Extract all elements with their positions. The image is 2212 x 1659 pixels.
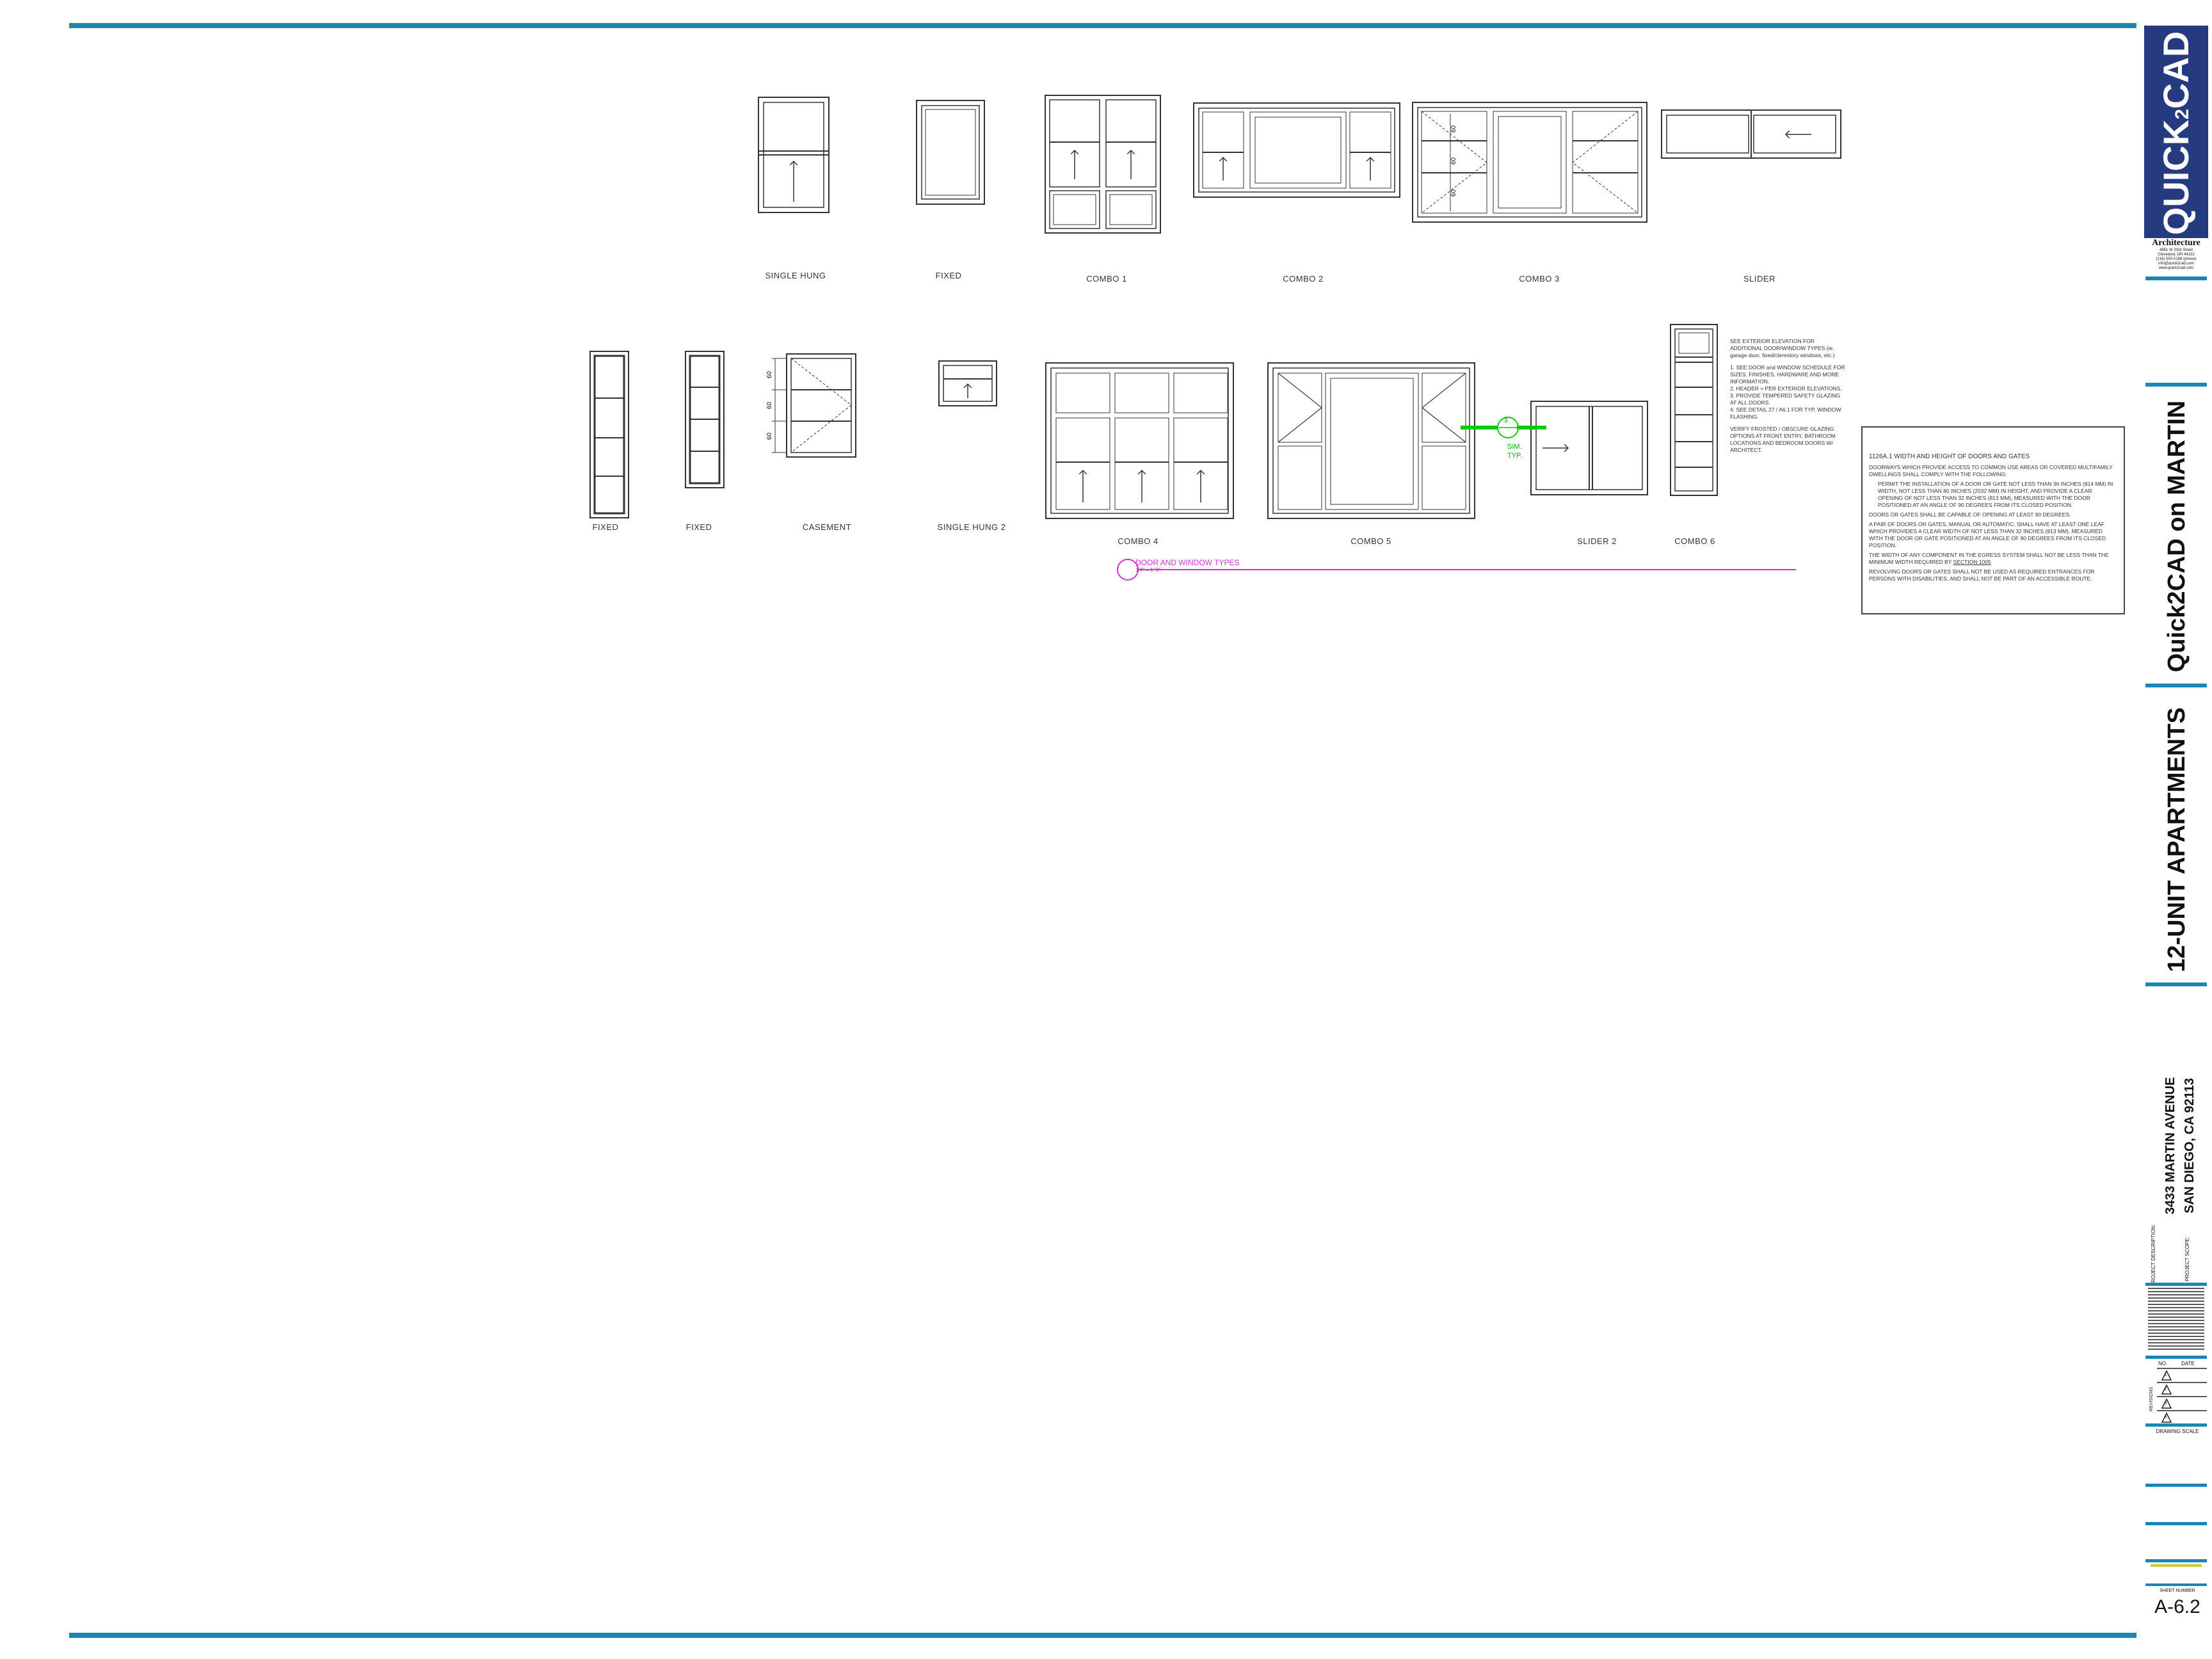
title-block-rule-9 xyxy=(2145,1522,2207,1525)
sheet-number-label: SHEET NUMBER xyxy=(2160,1589,2195,1593)
logo-subtitle: Architecture xyxy=(2152,238,2200,248)
firm-logo xyxy=(2144,26,2208,238)
note-0: SEE EXTERIOR ELEVATION FOR ADDITIONAL DO… xyxy=(1730,338,1835,358)
label-combo-5: COMBO 5 xyxy=(1350,536,1391,546)
code-box-item-3: A PAIR OF DOORS OR GATES, MANUAL OR AUTO… xyxy=(1869,521,2106,549)
title-block-rule-7 xyxy=(2145,1423,2207,1427)
note-3: 3. PROVIDE TEMPERED SAFETY GLAZING AT AL… xyxy=(1730,392,1841,406)
revision-3: 3 xyxy=(2165,1402,2167,1406)
label-casement: CASEMENT xyxy=(802,522,852,532)
single-hung-2-window xyxy=(938,360,997,406)
label-fixed-1: FIXED xyxy=(935,271,962,280)
label-combo-2: COMBO 2 xyxy=(1283,274,1324,284)
code-box-item-4: THE WIDTH OF ANY COMPONENT IN THE EGRESS… xyxy=(1869,552,2109,565)
casement-window xyxy=(772,353,856,458)
revisions-date-header: DATE xyxy=(2181,1361,2195,1366)
fine-print-block xyxy=(2148,1288,2204,1352)
combo-5-window xyxy=(1267,362,1475,519)
combo-6-window xyxy=(1670,324,1718,496)
general-notes: SEE EXTERIOR ELEVATION FOR ADDITIONAL DO… xyxy=(1730,338,1845,459)
title-block-rule-1 xyxy=(2145,276,2207,280)
section-title-marker xyxy=(1117,559,1796,581)
code-box-item-1: PERMIT THE INSTALLATION OF A DOOR OR GAT… xyxy=(1878,481,2113,508)
label-fixed-2: FIXED xyxy=(592,522,619,532)
fixed-window-2 xyxy=(589,351,629,518)
label-combo-4: COMBO 4 xyxy=(1118,536,1158,546)
drawing-scale-label: DRAWING SCALE xyxy=(2156,1429,2199,1434)
combo-1-window xyxy=(1045,95,1161,234)
revision-2: 2 xyxy=(2165,1388,2167,1391)
slider-window xyxy=(1661,109,1841,159)
label-fixed-3: FIXED xyxy=(685,522,712,532)
bottom-border-line xyxy=(69,1633,2136,1638)
code-box-item-5: REVOLVING DOORS OR GATES SHALL NOT BE US… xyxy=(1869,568,2095,582)
code-box-intro: DOORWAYS WHICH PROVIDE ACCESS TO COMMON … xyxy=(1869,464,2113,477)
title-block-rule-4 xyxy=(2145,982,2207,986)
callout-note-1: SIM. xyxy=(1507,443,1522,451)
slider-2-window xyxy=(1530,401,1648,495)
title-block-rule-8 xyxy=(2145,1484,2207,1487)
title-block-rule-5 xyxy=(2145,1283,2207,1286)
title-block-rule-2 xyxy=(2145,383,2207,387)
label-single-hung: SINGLE HUNG xyxy=(765,271,826,280)
section-scale: 1/4" = 1'-0" xyxy=(1135,567,1161,573)
firm-info: 4851 W 33rd Street Cleveland, OH 44102 (… xyxy=(2156,248,2197,270)
top-border-line xyxy=(69,23,2136,28)
label-slider: SLIDER xyxy=(1743,274,1775,284)
combo-4-window xyxy=(1045,362,1234,519)
fixed-window-3 xyxy=(685,351,725,488)
single-hung-window xyxy=(758,97,830,213)
title-block-rule-6 xyxy=(2145,1356,2207,1359)
revision-1: 1 xyxy=(2165,1374,2167,1377)
label-combo-6: COMBO 6 xyxy=(1674,536,1715,546)
combo-2-window xyxy=(1193,102,1400,198)
code-box-heading: 1126A.1 WIDTH AND HEIGHT OF DOORS AND GA… xyxy=(1869,453,2030,460)
note-1: 1. SEE DOOR and WINDOW SCHEDULE FOR SIZE… xyxy=(1730,364,1845,385)
fixed-window-1 xyxy=(916,100,985,205)
section-title: DOOR AND WINDOW TYPES xyxy=(1135,558,1240,567)
note-2: 2. HEADER = PER EXTERIOR ELEVATIONS. xyxy=(1730,385,1842,392)
callout-note-2: TYP. xyxy=(1507,452,1523,460)
sheet-number: A-6.2 xyxy=(2154,1596,2200,1617)
title-block-rule-3 xyxy=(2145,684,2207,687)
note-4: 4. SEE DETAIL 27 / A6.1 FOR TYP. WINDOW … xyxy=(1730,406,1841,420)
combo-3-window xyxy=(1412,102,1647,223)
title-block-rule-10 xyxy=(2145,1559,2207,1562)
callout-tag: 3 xyxy=(1504,417,1508,424)
label-slider-2: SLIDER 2 xyxy=(1577,536,1617,546)
door-code-requirements-box: 1126A.1 WIDTH AND HEIGHT OF DOORS AND GA… xyxy=(1861,426,2125,614)
title-block-yellow-mark xyxy=(2151,1564,2202,1567)
label-combo-1: COMBO 1 xyxy=(1086,274,1127,284)
label-single-hung-2: SINGLE HUNG 2 xyxy=(937,522,1006,532)
callout-marker xyxy=(1461,417,1546,438)
revision-4: 4 xyxy=(2165,1416,2167,1420)
revisions-no-header: NO. xyxy=(2158,1361,2168,1366)
note-5: VERIFY FROSTED / OBSCURE GLAZING OPTIONS… xyxy=(1730,426,1836,453)
title-block-rule-11 xyxy=(2145,1583,2207,1586)
code-box-item-2: DOORS OR GATES SHALL BE CAPABLE OF OPENI… xyxy=(1869,511,2071,518)
code-box-section-link: SECTION 1005 xyxy=(1953,559,1991,565)
label-combo-3: COMBO 3 xyxy=(1519,274,1560,284)
